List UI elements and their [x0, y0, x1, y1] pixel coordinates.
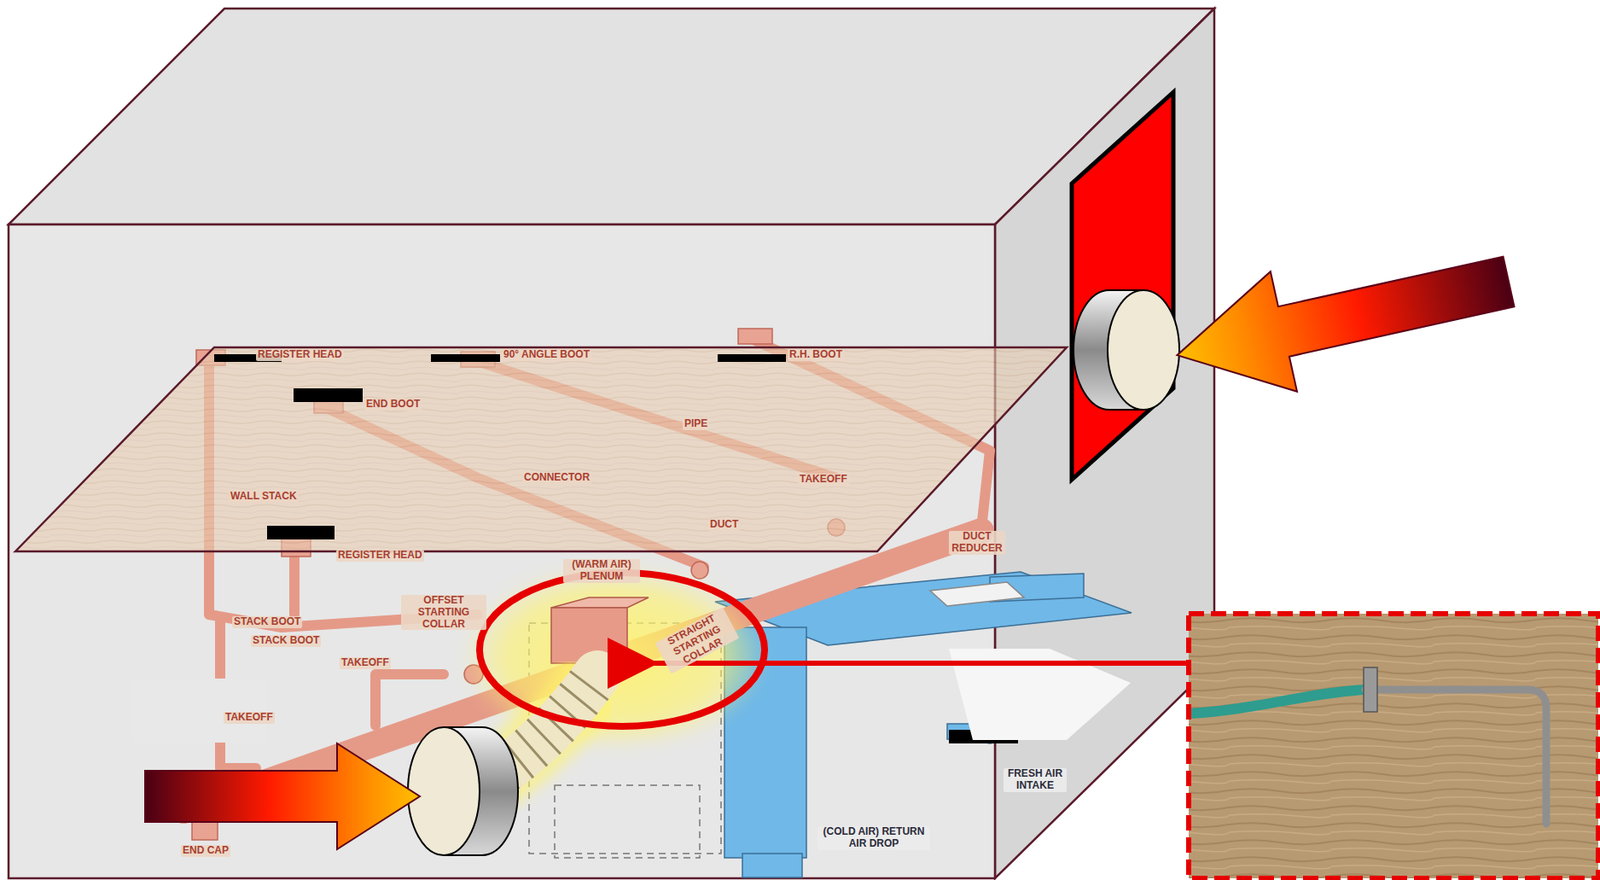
- supply-ductwork: [375, 674, 444, 726]
- house-box: [8, 8, 1215, 879]
- part-label: (WARM AIR) PLENUM: [563, 558, 640, 583]
- part-label: REGISTER HEAD: [336, 549, 425, 562]
- part-label: CONNECTOR: [522, 471, 592, 484]
- wall-vent-panel: [1071, 92, 1174, 480]
- part-label: FRESH AIR INTAKE: [1003, 768, 1067, 792]
- redaction-bar: [214, 354, 1019, 744]
- probe-photo: [1188, 613, 1599, 879]
- duct-fittings: [691, 561, 709, 579]
- part-label: STACK BOOT: [232, 616, 303, 629]
- part-label: R.H. BOOT: [787, 349, 844, 361]
- fan-cylinder: [1073, 290, 1180, 410]
- part-label: DUCT: [708, 518, 740, 531]
- part-label: STACK BOOT: [250, 634, 321, 647]
- probe-photo: [1365, 689, 1547, 824]
- airflow-arrow: [145, 743, 420, 850]
- return-air-duct: [742, 853, 803, 878]
- highlight-ring: [479, 572, 765, 727]
- supply-ductwork: [183, 530, 982, 811]
- probe-photo: [1188, 613, 1599, 879]
- part-label: DUCT REDUCER: [948, 530, 1006, 555]
- part-label: TAKEOFF: [797, 473, 850, 486]
- part-label: END BOOT: [364, 398, 422, 411]
- cover-patch: [132, 678, 268, 743]
- floor-plane: [15, 347, 1067, 552]
- part-label: (COLD AIR) RETURN AIR DROP: [817, 826, 931, 850]
- filter-rack: [930, 581, 1024, 606]
- redaction-bar: [293, 388, 363, 402]
- part-label: PIPE: [682, 418, 710, 431]
- redaction-bar: [717, 354, 786, 362]
- part-label: OFFSET STARTING COLLAR: [401, 594, 487, 630]
- duct-fittings: [738, 328, 773, 344]
- airflow-arrow: [145, 743, 420, 850]
- fan-cylinder: [1107, 290, 1180, 410]
- house-box: [994, 8, 1215, 879]
- part-label: STRAIGHT STARTING COLLAR: [655, 606, 740, 675]
- part-label: TAKEOFF: [339, 657, 391, 670]
- probe-photo: [1363, 667, 1378, 712]
- pointer-arrow: [648, 660, 1189, 666]
- part-label: REGISTER HEAD: [256, 349, 344, 361]
- part-label: END CAP: [180, 844, 231, 857]
- fan-cylinder: [407, 727, 518, 856]
- part-label: 90° ANGLE BOOT: [501, 349, 592, 361]
- part-label: TAKEOFF: [223, 711, 275, 724]
- airflow-arrow: [1163, 221, 1523, 416]
- probe-photo: [1188, 689, 1366, 714]
- redaction-bar: [267, 525, 335, 540]
- airflow-arrow: [1163, 221, 1523, 416]
- return-air-duct: [715, 571, 1132, 878]
- redaction-bar: [430, 354, 501, 362]
- fan-cylinder: [407, 727, 480, 856]
- highlight-glow: [460, 563, 768, 751]
- filter-rack: [930, 581, 1024, 606]
- probe-photo: [1188, 613, 1599, 879]
- plenum: [551, 597, 649, 608]
- furnace-outline: [554, 785, 700, 858]
- part-label: WALL STACK: [228, 490, 299, 503]
